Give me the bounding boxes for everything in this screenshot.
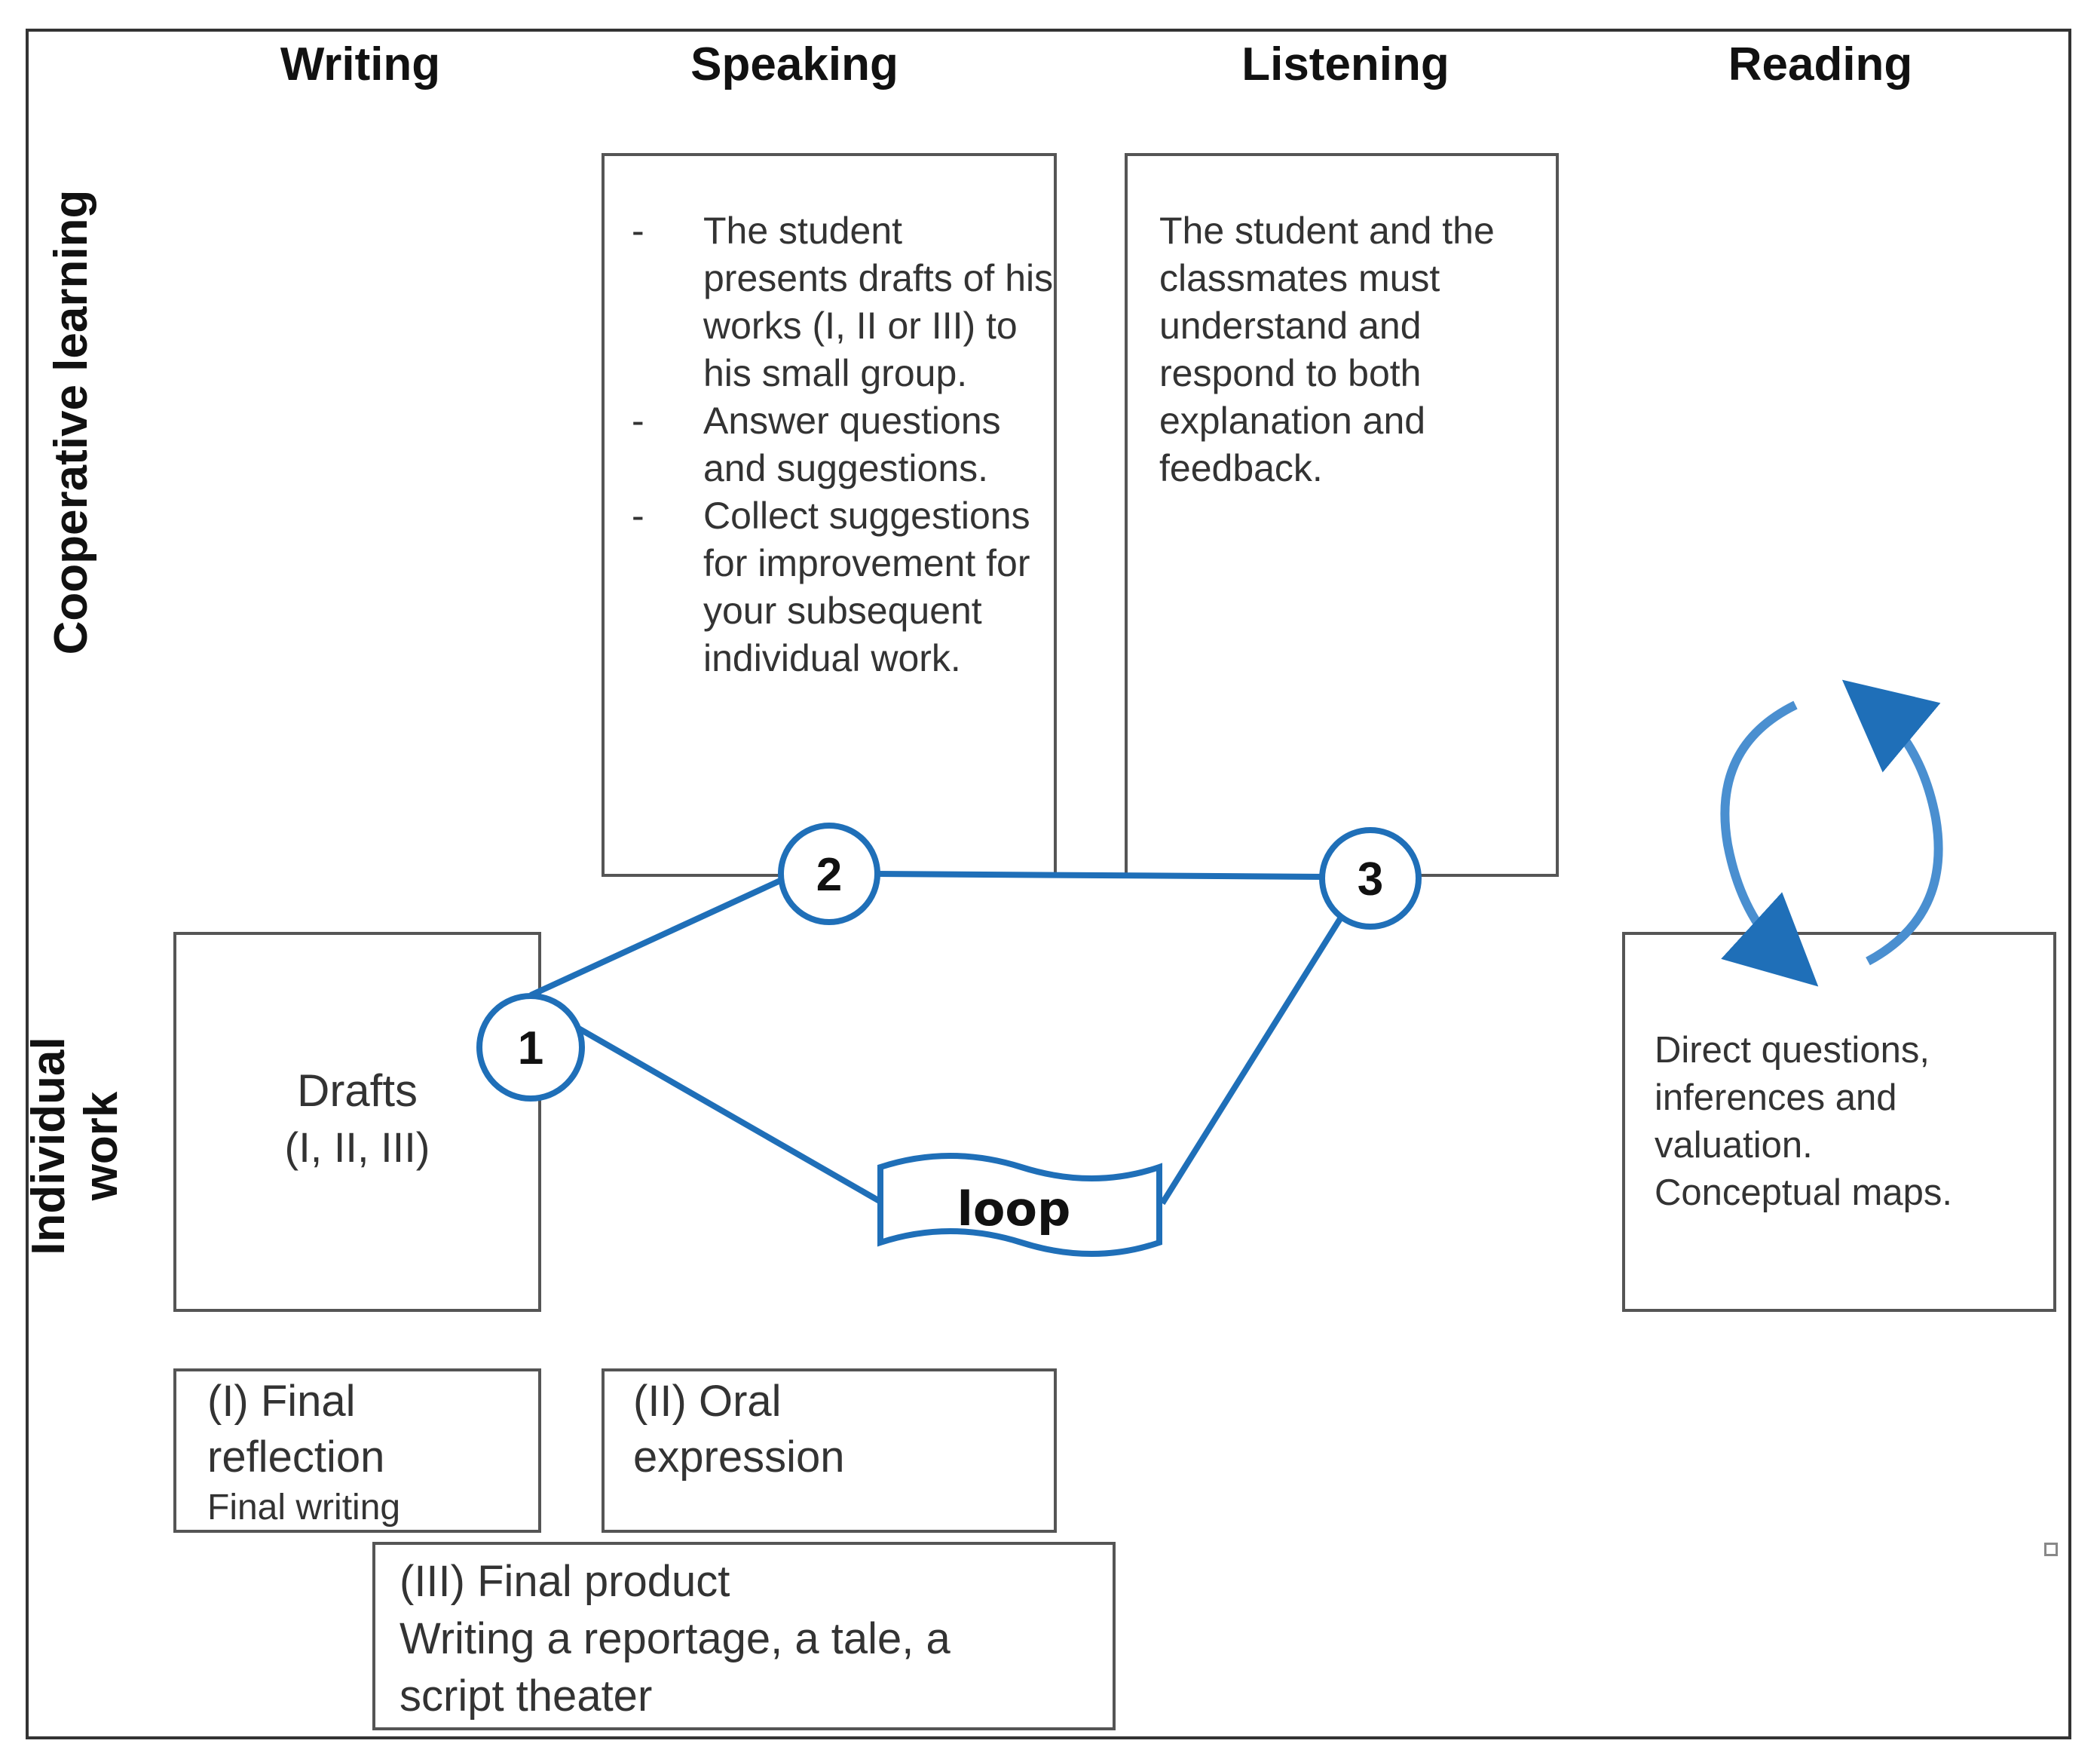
drafts-subtitle: (I, II, III) <box>284 1123 430 1171</box>
column-header-speaking: Speaking <box>690 38 898 90</box>
final-product-title: (III) Final product <box>399 1557 730 1606</box>
node-1-circle <box>476 993 585 1102</box>
node-3: 3 <box>1319 827 1422 930</box>
column-header-reading: Reading <box>1728 38 1913 90</box>
node-3-circle <box>1319 827 1422 930</box>
final-product-sub: Writing a reportage, a tale, a script th… <box>399 1614 951 1721</box>
drafts-title: Drafts <box>296 1065 418 1116</box>
speaking-bullet-list: The student presents drafts of his works… <box>632 207 1054 682</box>
node-2: 2 <box>778 823 880 925</box>
cycle-arrow-right <box>1841 679 1943 966</box>
speaking-bullet-item: Answer questions and suggestions. <box>632 397 1054 492</box>
node-1: 1 <box>476 993 585 1102</box>
loop-banner-shape <box>877 1153 1162 1257</box>
cycle-arrows <box>1720 679 1943 987</box>
final-reflection-title: (I) Final reflection <box>207 1377 385 1482</box>
loop-banner: loop <box>877 1153 1162 1257</box>
connector-2-to-3 <box>875 871 1327 880</box>
reading-box <box>1622 932 2056 1312</box>
listening-box-text: The student and the classmates must unde… <box>1159 210 1495 489</box>
listening-box <box>1125 153 1559 877</box>
oral-expression-title: (II) Oral expression <box>633 1377 845 1482</box>
node-3-label: 3 <box>1358 853 1383 906</box>
connector-loop-to-3 <box>1159 912 1346 1206</box>
connector-lines <box>529 871 1346 1206</box>
speaking-bullet-item: The student presents drafts of his works… <box>632 207 1054 397</box>
loop-label: loop <box>957 1181 1071 1236</box>
corner-marker <box>2044 1543 2058 1556</box>
column-header-listening: Listening <box>1241 38 1449 90</box>
node-2-label: 2 <box>816 849 842 901</box>
node-1-label: 1 <box>518 1022 543 1074</box>
speaking-bullet-item: Collect suggestions for improvement for … <box>632 492 1054 682</box>
reading-line-2: Conceptual maps. <box>1655 1172 1952 1213</box>
final-reflection-text: (I) Final reflection Final writing <box>207 1374 524 1531</box>
column-header-writing: Writing <box>280 38 441 90</box>
final-product-text: (III) Final product Writing a reportage,… <box>399 1553 1101 1725</box>
connector-1-to-2 <box>529 874 790 998</box>
final-product-box <box>372 1542 1116 1730</box>
final-reflection-sub: Final writing <box>207 1488 401 1528</box>
drafts-box <box>173 932 541 1312</box>
final-reflection-box <box>173 1368 541 1533</box>
speaking-box-text: The student presents drafts of his works… <box>632 207 1054 682</box>
connector-1-to-loop <box>565 1019 885 1206</box>
oral-expression-box <box>602 1368 1057 1533</box>
cycle-arrow-left <box>1720 700 1819 987</box>
reading-line-1: Direct questions, inferences and valuati… <box>1655 1030 1930 1166</box>
node-2-circle <box>778 823 880 925</box>
reading-box-text: Direct questions, inferences and valuati… <box>1655 1027 2046 1217</box>
